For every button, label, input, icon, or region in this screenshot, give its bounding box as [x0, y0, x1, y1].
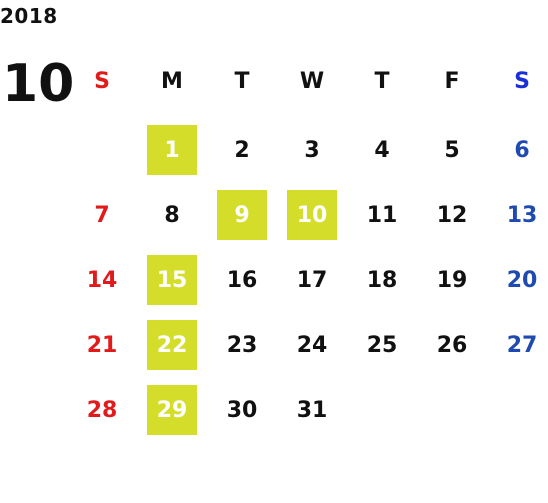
day-cell-highlighted[interactable]: 22 [147, 320, 197, 370]
day-cell-highlighted[interactable]: 10 [287, 190, 337, 240]
day-cell[interactable]: 20 [506, 267, 538, 293]
day-cell[interactable]: 4 [374, 137, 390, 163]
day-cell[interactable]: 25 [366, 332, 398, 358]
day-cell-highlighted[interactable]: 15 [147, 255, 197, 305]
weekday-header: W [299, 69, 325, 94]
day-cell[interactable]: 19 [436, 267, 468, 293]
weekday-header: S [514, 69, 530, 94]
weekday-header: M [161, 69, 183, 94]
day-cell[interactable]: 23 [226, 332, 258, 358]
day-cell[interactable]: 2 [234, 137, 250, 163]
day-cell[interactable]: 30 [226, 397, 258, 423]
day-cell[interactable]: 13 [506, 202, 538, 228]
day-cell[interactable]: 21 [86, 332, 118, 358]
weekday-header: T [234, 69, 250, 94]
day-cell[interactable]: 16 [226, 267, 258, 293]
weekday-header: F [444, 69, 460, 94]
day-cell[interactable]: 24 [296, 332, 328, 358]
day-cell[interactable]: 17 [296, 267, 328, 293]
day-cell[interactable]: 11 [366, 202, 398, 228]
day-cell[interactable]: 5 [444, 137, 460, 163]
day-cell[interactable]: 8 [164, 202, 180, 228]
month-number: 10 [2, 54, 75, 114]
weekday-header: T [374, 69, 390, 94]
day-cell[interactable]: 26 [436, 332, 468, 358]
day-cell[interactable]: 28 [86, 397, 118, 423]
weekday-header: S [94, 69, 110, 94]
day-cell[interactable]: 6 [514, 137, 530, 163]
day-cell[interactable]: 3 [304, 137, 320, 163]
day-cell[interactable]: 14 [86, 267, 118, 293]
year-label: 2018 [0, 4, 58, 28]
day-cell-highlighted[interactable]: 29 [147, 385, 197, 435]
day-cell[interactable]: 7 [94, 202, 110, 228]
day-cell[interactable]: 12 [436, 202, 468, 228]
day-cell[interactable]: 18 [366, 267, 398, 293]
day-cell[interactable]: 31 [296, 397, 328, 423]
day-cell-highlighted[interactable]: 9 [217, 190, 267, 240]
day-cell[interactable]: 27 [506, 332, 538, 358]
day-cell-highlighted[interactable]: 1 [147, 125, 197, 175]
